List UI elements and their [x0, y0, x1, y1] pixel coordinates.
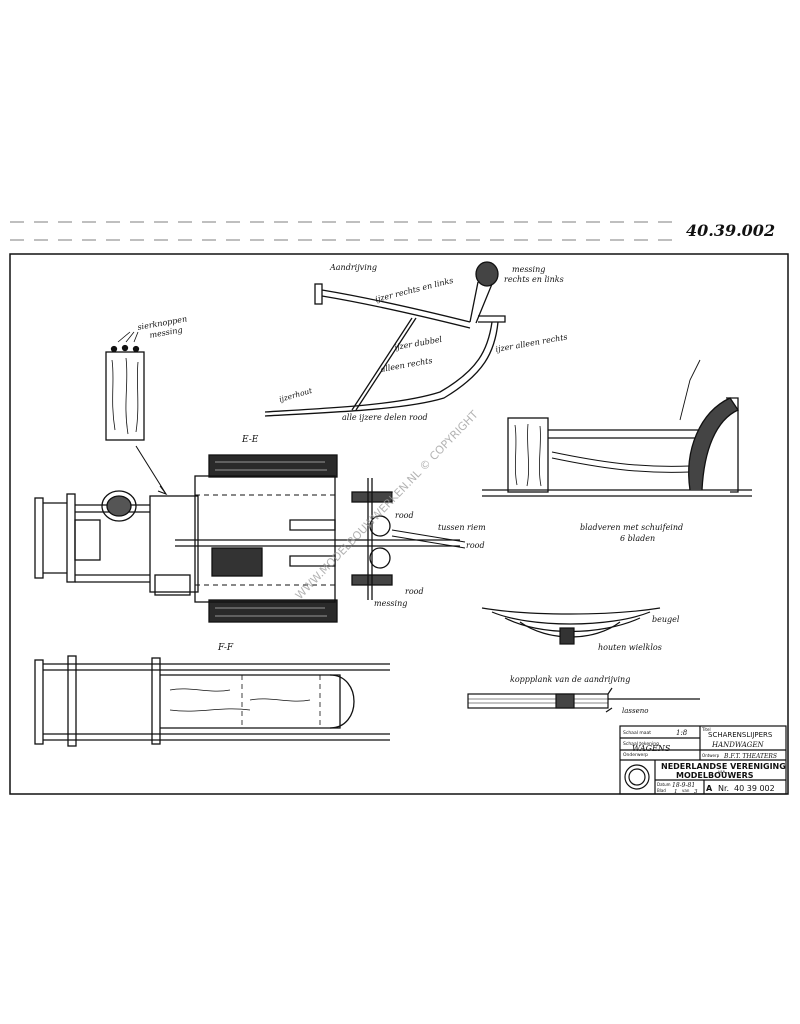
tb-project-value: SCHARENSLIJPERS — [708, 731, 773, 739]
label-beugel: beugel — [652, 615, 680, 624]
tb-org-van: VAN — [718, 770, 726, 774]
label-ijzerhout: ijzerhout — [278, 386, 314, 404]
label-bladveren: bladveren met schuifeind — [580, 523, 683, 532]
handle-drawing — [264, 261, 506, 417]
label-rood-1: rood — [395, 511, 414, 520]
tb-ontwerp-label: Ontwerp — [702, 753, 720, 758]
tb-category-value: WAGENS — [632, 744, 671, 753]
label-zes-bladen: 6 bladen — [620, 534, 655, 543]
section-f-label: F-F — [217, 643, 234, 653]
tb-schaal-value: 1:8 — [676, 729, 688, 737]
tb-onderwerp-label: Onderwerp — [623, 752, 648, 758]
side-view-ff — [34, 655, 390, 747]
drawing-border — [9, 253, 789, 795]
section-e-label: E-E — [241, 435, 259, 445]
tb-blad-value: 1 — [674, 789, 678, 795]
sierknoppen-detail — [105, 331, 168, 496]
side-view-cart — [482, 359, 752, 497]
plan-view-ee — [34, 454, 466, 623]
tb-org-line1: NEDERLANDSE VERENIGING — [661, 762, 786, 771]
scan-edge-line — [10, 221, 680, 241]
label-messing-bottom: messing — [374, 599, 407, 608]
label-koppplank: koppplank van de aandrijving — [510, 675, 630, 684]
tb-datum-label: Datum — [657, 782, 671, 787]
label-aandrijving: Aandrijving — [329, 263, 377, 272]
tb-org-line2: MODELBOUWERS — [676, 771, 754, 780]
tb-subject-value: HANDWAGEN — [711, 741, 765, 749]
label-lasseno: lasseno — [622, 707, 648, 715]
tb-nr-value: 40 39 002 — [734, 784, 775, 793]
label-alleen-rechts: alleen rechts — [380, 356, 433, 374]
label-houten-wielklos: houten wielklos — [598, 643, 662, 652]
tb-format-value: A — [706, 784, 713, 793]
tb-project-label: Titel — [701, 727, 711, 732]
tb-datum-value: 18-9-81 — [672, 782, 695, 789]
label-messing-top: messing — [512, 265, 545, 274]
tb-van-label: van — [682, 788, 690, 793]
sheet-number: 40.39.002 — [686, 221, 775, 240]
label-rood-3: rood — [405, 587, 424, 596]
tb-van-value: 3 — [694, 789, 698, 795]
label-ijzer-rechts-links: ijzer rechts en links — [374, 276, 454, 304]
label-ijzer-dubbel: ijzer dubbel — [394, 335, 443, 352]
label-rood-2: rood — [466, 541, 485, 550]
tb-ontwerp-value: B.F.T. THEATERS — [723, 753, 777, 760]
label-ijzer-alleen-rechts: ijzer alleen rechts — [495, 332, 568, 354]
tb-schaal-tekening-label: Schaal tekening — [623, 741, 659, 747]
tb-nr-label: Nr. — [718, 784, 729, 793]
label-alle-ijzere-delen: alle ijzere delen rood — [342, 413, 428, 422]
copyright-watermark: WWW.MODELBOUWWERKEN.NL © COPYRIGHT — [293, 408, 481, 602]
tb-blad-label: Blad — [657, 788, 666, 793]
koppplank-detail — [467, 687, 700, 713]
label-rechts-en-links: rechts en links — [504, 275, 564, 284]
title-block — [619, 725, 787, 795]
label-tussen-riem: tussen riem — [438, 523, 486, 532]
leaf-spring-detail — [481, 607, 661, 645]
tb-schaal-label: Schaal maat — [623, 730, 651, 736]
